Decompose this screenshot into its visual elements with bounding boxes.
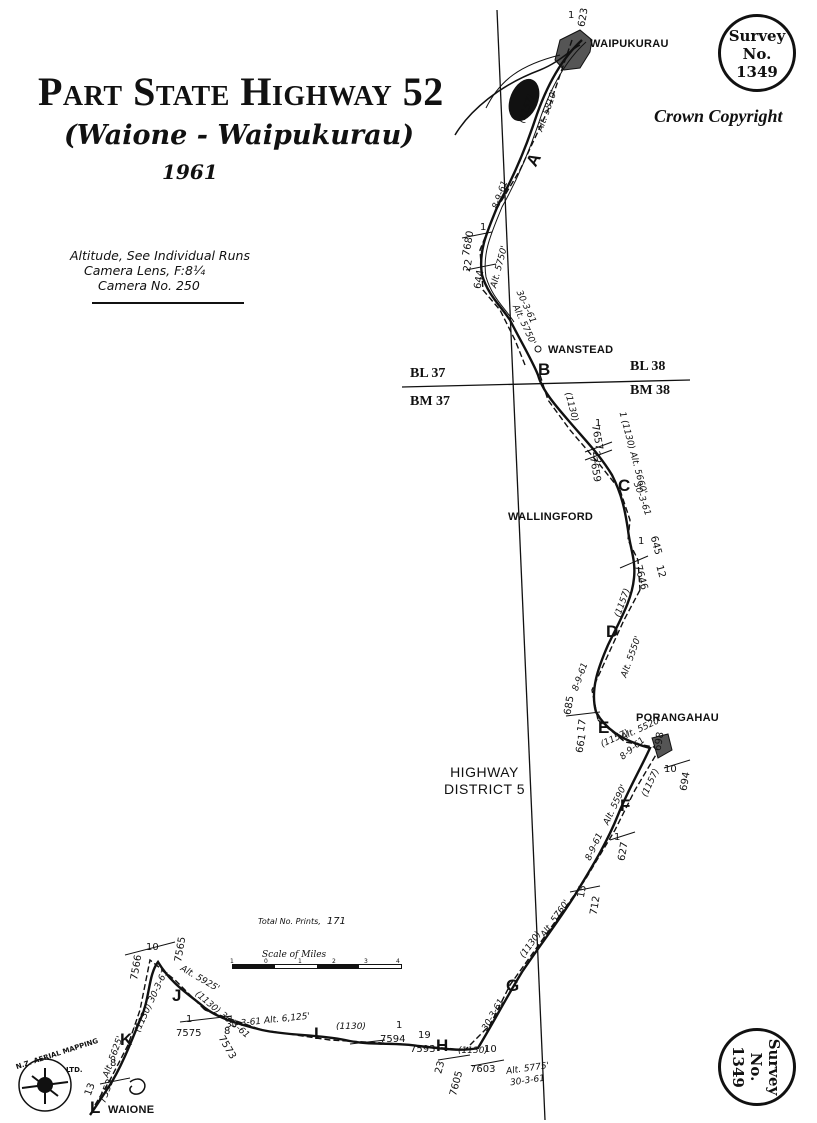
grid-bm38: BM 38: [630, 383, 671, 398]
lens-text: Camera Lens, F:8¼: [84, 263, 206, 278]
a-b1: 1: [480, 222, 487, 233]
map-subtitle: (Waione - Waipukurau): [64, 120, 415, 151]
run-label-g: G: [506, 976, 520, 995]
stamp-line1: Survey: [728, 27, 786, 45]
stamp-line2: No.: [747, 1052, 765, 1082]
lake-shape: [508, 78, 540, 122]
j-n2: 7575: [176, 1028, 202, 1039]
a-b3: 22: [461, 258, 475, 273]
a-one: 1: [568, 10, 575, 21]
h-n2: 7603: [470, 1064, 496, 1075]
i-n3: 19: [418, 1030, 431, 1041]
place-wanstead: WANSTEAD: [548, 344, 614, 356]
altitude-text: Altitude, See Individual Runs: [70, 248, 250, 263]
run-label-d: D: [606, 622, 619, 641]
k-n1: 10: [146, 942, 159, 953]
scale-tick: 0: [264, 958, 268, 965]
scale-tick: 4: [396, 958, 400, 965]
l-n3: 8: [110, 1058, 117, 1069]
i-n4: 7593: [410, 1044, 436, 1055]
run-label-k: K: [120, 1030, 133, 1049]
grid-bl37: BL 37: [410, 366, 446, 381]
district-line1: HIGHWAY: [450, 764, 519, 780]
run-a-line: [479, 39, 573, 366]
map-year: 1961: [162, 160, 218, 184]
i-film: (1130): [336, 1022, 366, 1032]
total-prints-value: 171: [326, 916, 346, 927]
district-boundary-line: [496, 9, 546, 1121]
wanstead-marker: [534, 345, 542, 353]
j-n1: 1: [186, 1014, 193, 1025]
grid-bl38: BL 38: [630, 359, 666, 374]
run-label-j: J: [172, 986, 182, 1005]
f-n4: 1: [614, 832, 621, 843]
district-line2: DISTRICT 5: [444, 781, 525, 797]
j-n3: 8: [224, 1026, 231, 1037]
h-n1: 10: [484, 1044, 497, 1055]
stamp-line1: Survey: [765, 1038, 783, 1096]
camera-number-text: Camera No. 250: [98, 278, 200, 293]
grid-sheet-line: [401, 379, 691, 388]
stamp-line3: 1349: [729, 1046, 747, 1088]
total-prints: Total No. Prints, 171: [258, 916, 346, 927]
stamp-line3: 1349: [736, 63, 778, 81]
f-n6: 15: [575, 884, 589, 899]
run-b-line: [539, 374, 621, 491]
highway-district: HIGHWAY DISTRICT 5: [444, 764, 525, 798]
logo-suffix: LTD.: [66, 1066, 83, 1074]
river-line-2: [485, 54, 561, 109]
grid-bm37: BM 37: [410, 394, 451, 409]
run-label-i: I: [314, 1024, 319, 1043]
place-waipukurau: WAIPUKURAU: [590, 38, 669, 50]
run-label-h: H: [436, 1036, 449, 1055]
highway-road-edge: [484, 41, 587, 323]
place-porangahau: PORANGAHAU: [636, 712, 720, 724]
scale-tick: 3: [364, 958, 368, 965]
stamp-line2: No.: [742, 45, 772, 63]
f-n2: 10: [664, 764, 677, 775]
survey-stamp-bottom: Survey No. 1349: [718, 1028, 796, 1106]
place-waione: WAIONE: [108, 1104, 155, 1116]
run-label-l: L: [90, 1098, 101, 1117]
i-n2: 7594: [380, 1034, 406, 1045]
h-film: (1130): [458, 1046, 488, 1056]
copyright-text: Crown Copyright: [654, 106, 783, 126]
i-n1: 1: [396, 1020, 403, 1031]
survey-stamp-top: Survey No. 1349: [718, 14, 796, 92]
waione-marker: [129, 1078, 146, 1095]
porangahau-town: [651, 733, 673, 759]
b-n1: 1: [595, 418, 602, 429]
scale-tick: 1: [298, 958, 302, 965]
run-c-line: [619, 489, 641, 591]
c-n1: 1: [638, 536, 645, 547]
run-label-c: C: [618, 476, 631, 495]
map-title: Part State Highway 52: [38, 69, 444, 114]
run-label-f: F: [620, 796, 631, 815]
run-j-k-l-line: [91, 958, 206, 1111]
run-label-e: E: [598, 718, 610, 737]
info-underline: [92, 302, 244, 304]
camera-info: Altitude, See Individual Runs Camera Len…: [70, 248, 250, 293]
scale-tick: 2: [332, 958, 336, 965]
photo-ticks: [99, 231, 691, 1085]
run-h-i-line: [204, 1009, 466, 1051]
scale-title: Scale of Miles: [262, 950, 327, 960]
scale-tick: 1: [230, 958, 234, 965]
e-n2: 17: [575, 718, 589, 733]
scale-bar: [232, 964, 402, 969]
run-g-line: [464, 914, 561, 1051]
place-wallingford: WALLINGFORD: [508, 511, 594, 523]
total-prints-label: Total No. Prints,: [258, 917, 321, 926]
run-label-b: B: [538, 360, 551, 379]
highway-road: [89, 39, 652, 1116]
